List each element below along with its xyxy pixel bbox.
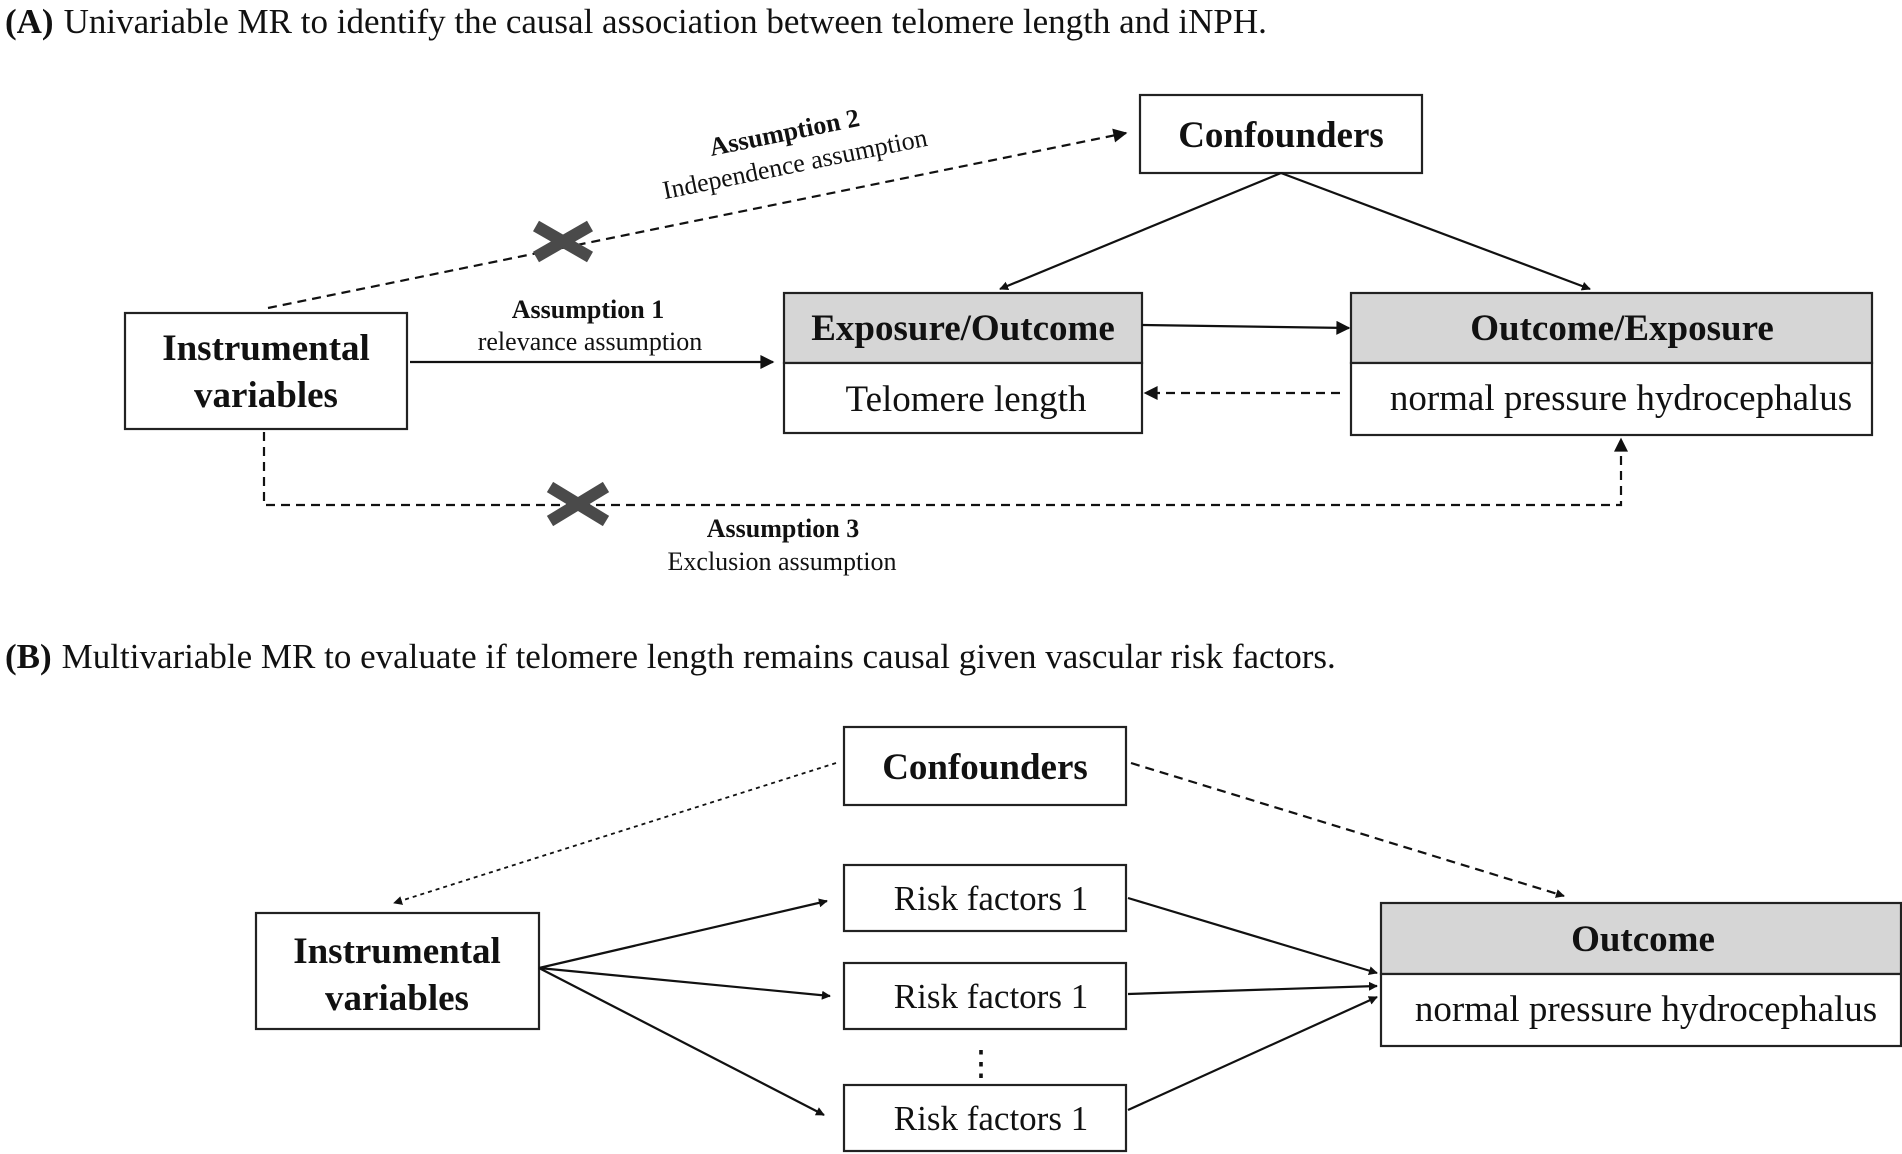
panel-a-label: (A) — [5, 2, 54, 41]
instrumental-label-a-line1: Instrumental — [162, 328, 370, 369]
cross-mark-exclusion — [546, 481, 610, 527]
assumption3-text: Exclusion assumption — [668, 547, 897, 576]
panel-b-heading: (B) Multivariable MR to evaluate if telom… — [5, 637, 1336, 676]
outcome-exposure-header: Outcome/Exposure — [1470, 308, 1774, 349]
panel-b-title: Multivariable MR to evaluate if telomere… — [62, 637, 1336, 676]
risk-factor-box-1: Risk factors 1 — [842, 863, 1128, 933]
arrow-risk1-to-outcome — [1127, 896, 1378, 975]
exposure-body: Telomere length — [846, 379, 1087, 420]
exposure-header: Exposure/Outcome — [811, 308, 1115, 349]
panel-b-label: (B) — [5, 637, 52, 676]
arrow-exposure-to-outcome — [1141, 320, 1351, 335]
instrumental-label-b-line2: variables — [325, 978, 469, 1019]
risk-factor-box-2: Risk factors 1 — [842, 961, 1128, 1031]
arrow-risk2-to-outcome — [1127, 981, 1378, 996]
instrumental-label-a-line2: variables — [194, 375, 338, 416]
exposure-box: Exposure/Outcome Telomere length — [782, 291, 1144, 435]
arrow-confounders-to-outcome-dashed — [1130, 761, 1565, 898]
outcome-exposure-body: normal pressure hydrocephalus — [1390, 378, 1852, 419]
outcome-header-b: Outcome — [1571, 919, 1715, 960]
arrow-confounders-to-exposure — [999, 171, 1282, 291]
confounders-box-a: Confounders — [1138, 93, 1424, 175]
assumption2-label-group: Assumption 2 Independence assumption — [660, 103, 930, 205]
ellipsis-more-risk-factors: ⋮ — [964, 1044, 999, 1083]
arrow-confounders-to-outcome — [1280, 171, 1591, 291]
arrow-instrumental-to-risk2 — [538, 966, 831, 1000]
assumption1-title: Assumption 1 — [512, 295, 664, 324]
instrumental-label-b-line1: Instrumental — [293, 931, 501, 972]
confounders-label-b: Confounders — [882, 747, 1088, 788]
outcome-box-b: Outcome normal pressure hydrocephalus — [1379, 901, 1902, 1048]
risk-factor-label-3: Risk factors 1 — [894, 1099, 1088, 1138]
cross-mark-independence — [533, 220, 593, 263]
risk-factor-label-2: Risk factors 1 — [894, 977, 1088, 1016]
instrumental-variables-box-a: Instrumental variables — [123, 311, 409, 431]
risk-factor-box-3: Risk factors 1 — [842, 1083, 1128, 1153]
confounders-box-b: Confounders — [842, 725, 1128, 807]
risk-factor-label-1: Risk factors 1 — [894, 879, 1088, 918]
arrow-instrumental-to-risk1 — [538, 898, 828, 970]
instrumental-variables-box-b: Instrumental variables — [254, 911, 541, 1031]
arrow-exclusion-dashed — [262, 432, 1628, 507]
panel-a-title: Univariable MR to identify the causal as… — [64, 2, 1267, 41]
assumption3-title: Assumption 3 — [707, 514, 859, 543]
confounders-label-a: Confounders — [1178, 115, 1384, 156]
assumption1-text: relevance assumption — [478, 327, 703, 356]
outcome-body-b: normal pressure hydrocephalus — [1415, 989, 1877, 1030]
arrow-instrumental-to-risk3 — [538, 967, 825, 1116]
outcome-exposure-box: Outcome/Exposure normal pressure hydroce… — [1349, 291, 1874, 437]
arrow-confounders-to-instrumental-dotted — [393, 762, 837, 905]
panel-a-heading: (A) Univariable MR to identify the causal… — [5, 2, 1267, 41]
arrow-independence-dashed — [267, 128, 1128, 310]
arrow-risk3-to-outcome — [1127, 995, 1378, 1112]
